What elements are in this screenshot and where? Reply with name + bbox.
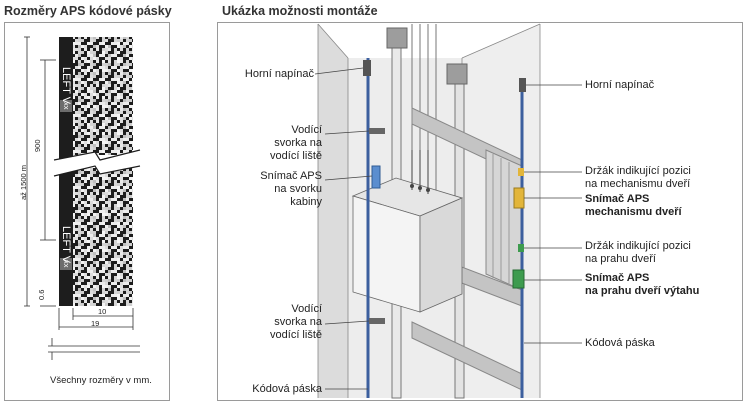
label-door-mech-sensor: Snímač APS mechanismu dveří [585,193,682,218]
top-pulley-box [386,27,408,49]
label-guide-clamp-bottom: Vodící svorka na vodící liště [270,303,322,341]
label-upper-tensioner-left: Horní napínač [244,68,314,80]
dimension-10: 10 [98,307,107,316]
upper-tensioner-left [363,60,371,76]
leader-lines [314,67,582,390]
dimension-19: 19 [91,319,100,328]
dimensions-footnote: Všechny rozměry v mm. [50,375,152,386]
label-code-tape-right: Kódová páska [585,337,655,349]
upper-tensioner-right [519,78,526,92]
guide-clamp-bottom [369,318,385,324]
label-upper-tensioner-right: Horní napínač [585,79,655,91]
left-panel-title: Rozměry APS kódové pásky [4,4,172,18]
label-door-sill-sensor: Snímač APS na prahu dveří výtahu [585,272,700,297]
tape-badge-bottom [60,258,72,270]
tape-badge-top [60,100,72,112]
right-panel-title: Ukázka možnosti montáže [222,4,378,18]
cabin-aps-sensor [371,165,381,189]
code-tape-strip [53,37,141,306]
counterweight-top-box [446,63,468,85]
door-mech-holder [518,168,524,176]
door-mech-sensor [513,187,525,209]
dimension-lines [24,36,140,360]
elevator-cabin [351,150,464,313]
door-sill-sensor [512,269,525,289]
label-guide-clamp-top: Vodící svorka na vodící liště [270,124,322,162]
door-sill-holder [518,244,524,252]
guide-clamp-top [369,128,385,134]
label-code-tape-left: Kódová páska [252,383,322,395]
label-cabin-aps-sensor: Snímač APS na svorku kabiny [260,170,322,208]
label-door-sill-holder: Držák indikující pozici na prahu dveří [585,240,691,265]
label-door-mech-holder: Držák indikující pozici na mechanismu dv… [585,165,691,190]
